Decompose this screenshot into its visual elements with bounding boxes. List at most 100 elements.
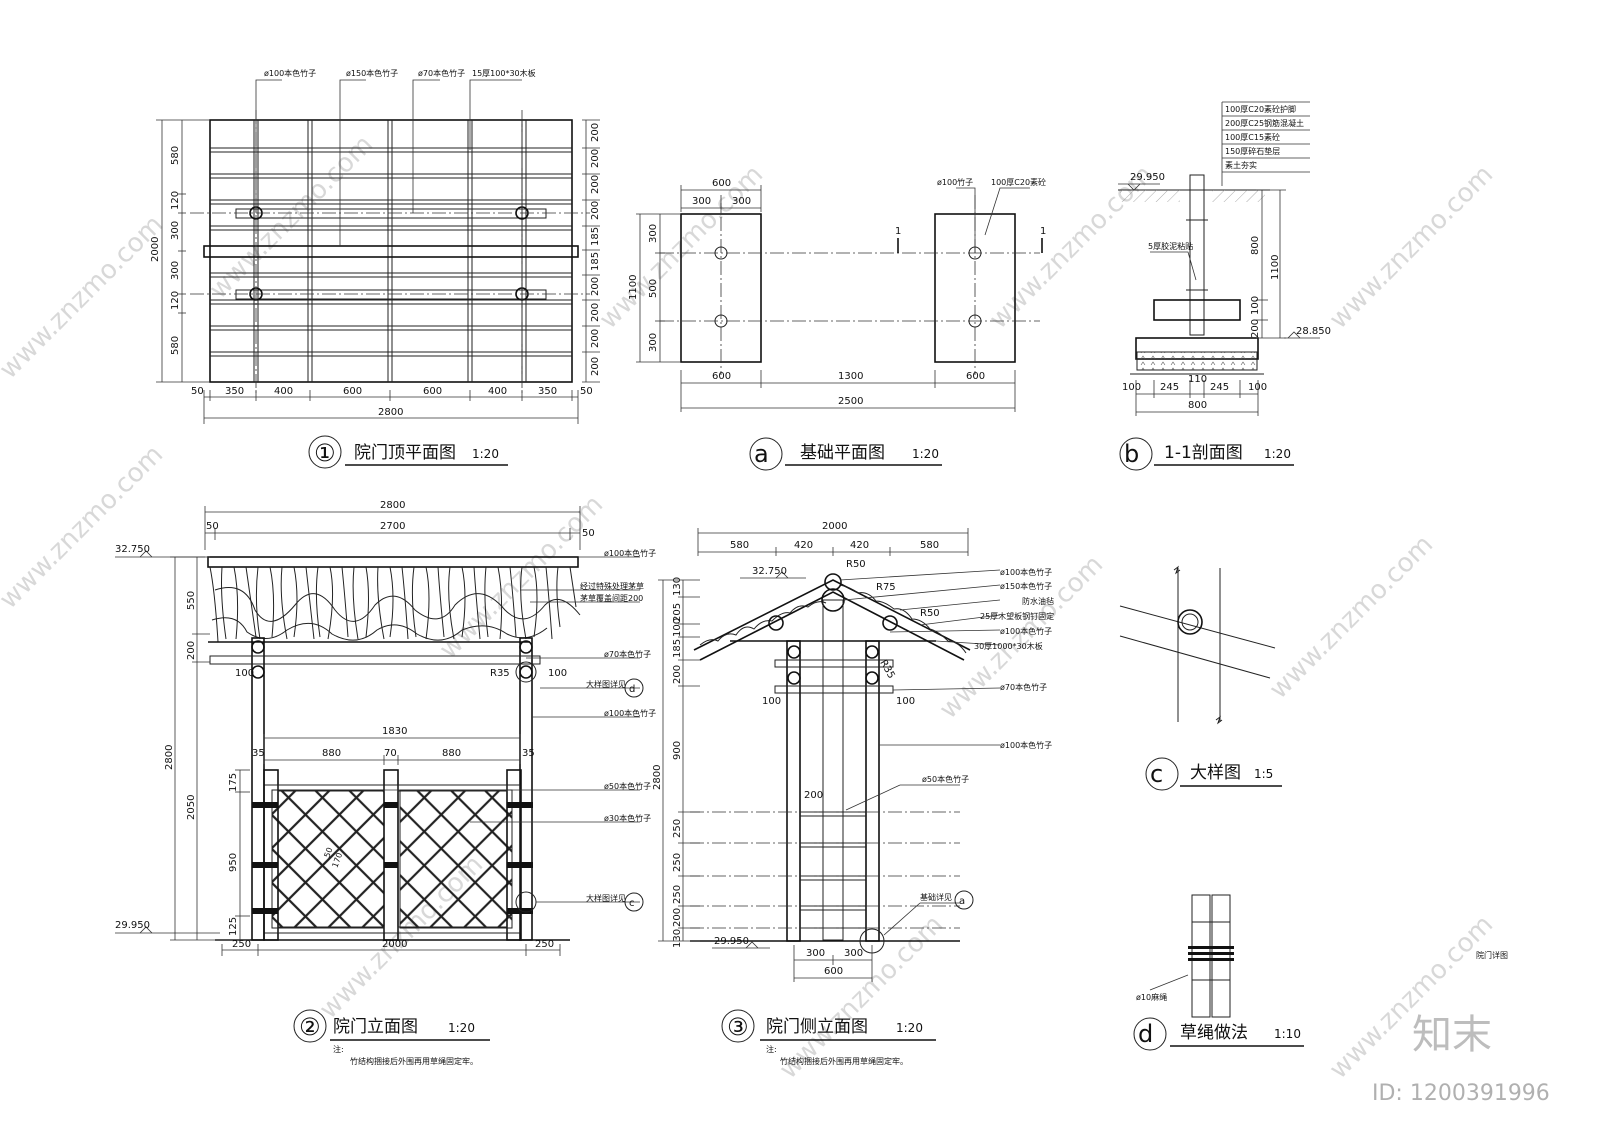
svg-text:200: 200 [590, 175, 601, 194]
svg-text:200: 200 [1250, 319, 1261, 338]
svg-text:2800: 2800 [378, 407, 403, 418]
svg-text:200: 200 [590, 123, 601, 142]
svg-text:32.750: 32.750 [115, 544, 150, 555]
viewc-title: 大样图 [1190, 763, 1241, 783]
svg-text:200: 200 [672, 665, 683, 684]
svg-text:2800: 2800 [380, 500, 405, 511]
viewd-rope-detail: ø10麻绳 d 草绳做法 1:10 [1133, 894, 1304, 1051]
svg-text:600: 600 [712, 178, 731, 189]
svg-text:200: 200 [590, 329, 601, 348]
svg-text:600: 600 [712, 371, 731, 382]
svg-text:ø100本色竹子: ø100本色竹子 [1000, 740, 1052, 750]
svg-text:www.znzmo.com: www.znzmo.com [0, 440, 169, 615]
svg-text:300: 300 [844, 948, 863, 959]
svg-text:R75: R75 [876, 582, 896, 593]
svg-text:ø70本色竹子: ø70本色竹子 [1000, 682, 1047, 692]
svg-text:1:10: 1:10 [1274, 1027, 1301, 1041]
svg-text:R50: R50 [846, 559, 866, 570]
svg-text:1:20: 1:20 [448, 1021, 475, 1035]
svg-text:ø100本色竹子: ø100本色竹子 [604, 548, 656, 558]
svg-text:300: 300 [170, 261, 181, 280]
svg-text:200: 200 [590, 277, 601, 296]
svg-text:1:20: 1:20 [912, 447, 939, 461]
svg-text:100厚C20素砼护脚: 100厚C20素砼护脚 [1225, 104, 1296, 114]
svg-text:110: 110 [1188, 374, 1207, 385]
svg-text:1:20: 1:20 [472, 447, 499, 461]
svg-text:880: 880 [322, 748, 341, 759]
svg-text:1:5: 1:5 [1254, 767, 1273, 781]
svg-text:2000: 2000 [822, 521, 847, 532]
svg-text:130: 130 [672, 577, 683, 596]
svg-text:175: 175 [228, 773, 239, 792]
svg-text:①: ① [314, 439, 336, 467]
svg-text:350: 350 [538, 386, 557, 397]
svg-text:2000: 2000 [382, 939, 407, 950]
svg-text:400: 400 [488, 386, 507, 397]
svg-text:大样图详见: 大样图详见 [586, 893, 626, 903]
svg-text:R35: R35 [877, 658, 896, 681]
svg-text:1830: 1830 [382, 726, 407, 737]
viewa-title: 基础平面图 [800, 443, 885, 463]
svg-text:c: c [629, 898, 635, 909]
svg-text:300: 300 [692, 196, 711, 207]
svg-text:550: 550 [186, 591, 197, 610]
view3-title: 院门侧立面图 [766, 1017, 868, 1037]
svg-text:大样图详见: 大样图详见 [586, 679, 626, 689]
svg-text:300: 300 [806, 948, 825, 959]
svg-text:2800: 2800 [652, 765, 663, 790]
svg-text:245: 245 [1210, 382, 1229, 393]
svg-text:150厚碎石垫层: 150厚碎石垫层 [1225, 146, 1280, 156]
svg-text:600: 600 [343, 386, 362, 397]
svg-text:32.750: 32.750 [752, 566, 787, 577]
view3-side-elevation: 2000 580 420 420 580 32.750 29.950 R50 R… [652, 521, 1054, 1066]
svg-text:ø70本色竹子: ø70本色竹子 [604, 649, 651, 659]
svg-text:200: 200 [590, 303, 601, 322]
svg-text:100: 100 [1248, 382, 1267, 393]
svg-text:350: 350 [225, 386, 244, 397]
svg-text:ø100本色竹子: ø100本色竹子 [1000, 567, 1052, 577]
svg-text:③: ③ [727, 1013, 749, 1041]
svg-text:580: 580 [170, 336, 181, 355]
svg-text:185: 185 [590, 252, 601, 271]
svg-text:www.znzmo.com: www.znzmo.com [1324, 910, 1499, 1085]
image-id: ID: 1200391996 [1372, 1081, 1550, 1106]
svg-text:1100: 1100 [1270, 255, 1281, 280]
svg-text:www.znzmo.com: www.znzmo.com [204, 130, 379, 305]
svg-text:5厚胶泥粘贴: 5厚胶泥粘贴 [1148, 241, 1193, 251]
viewd-title: 草绳做法 [1180, 1023, 1248, 1043]
view1-title: 院门顶平面图 [354, 443, 456, 463]
svg-text:120: 120 [170, 191, 181, 210]
view1-roof-plan: ø100本色竹子 ø150本色竹子 ø70本色竹子 15厚100*30木板 35… [150, 68, 601, 469]
svg-text:50: 50 [206, 521, 219, 532]
svg-text:c: c [1150, 760, 1163, 788]
svg-text:注:: 注: [333, 1044, 344, 1054]
svg-text:250: 250 [535, 939, 554, 950]
svg-text:800: 800 [1188, 400, 1207, 411]
viewc-detail: c 大样图 1:5 [1119, 565, 1282, 791]
svg-text:880: 880 [442, 748, 461, 759]
svg-text:www.znzmo.com: www.znzmo.com [0, 210, 169, 385]
view1-number-bubble [308, 435, 342, 469]
view2-note: 竹结构捆接后外围再用草绳固定牢。 [350, 1056, 478, 1066]
viewa-foundation-plan: 1 1 ø100竹子 100厚C20素砼 600 300 300 300 500… [628, 177, 1046, 471]
svg-text:50: 50 [191, 386, 204, 397]
svg-text:经过特殊处理茅草: 经过特殊处理茅草 [580, 581, 644, 591]
svg-text:35: 35 [252, 748, 265, 759]
svg-text:28.850: 28.850 [1296, 326, 1331, 337]
svg-text:50: 50 [582, 528, 595, 539]
svg-text:ø30本色竹子: ø30本色竹子 [604, 813, 651, 823]
svg-text:600: 600 [423, 386, 442, 397]
svg-text:500: 500 [648, 279, 659, 298]
svg-text:250: 250 [232, 939, 251, 950]
logo: 知末 [1412, 1012, 1492, 1058]
svg-text:1:20: 1:20 [1264, 447, 1291, 461]
svg-text:ø100本色竹子: ø100本色竹子 [264, 68, 316, 78]
svg-text:d: d [1138, 1020, 1153, 1048]
svg-text:200: 200 [804, 790, 823, 801]
svg-text:185: 185 [590, 227, 601, 246]
svg-text:130: 130 [672, 929, 683, 948]
svg-text:②: ② [299, 1013, 321, 1041]
svg-text:200: 200 [590, 357, 601, 376]
svg-text:2000: 2000 [150, 237, 161, 262]
